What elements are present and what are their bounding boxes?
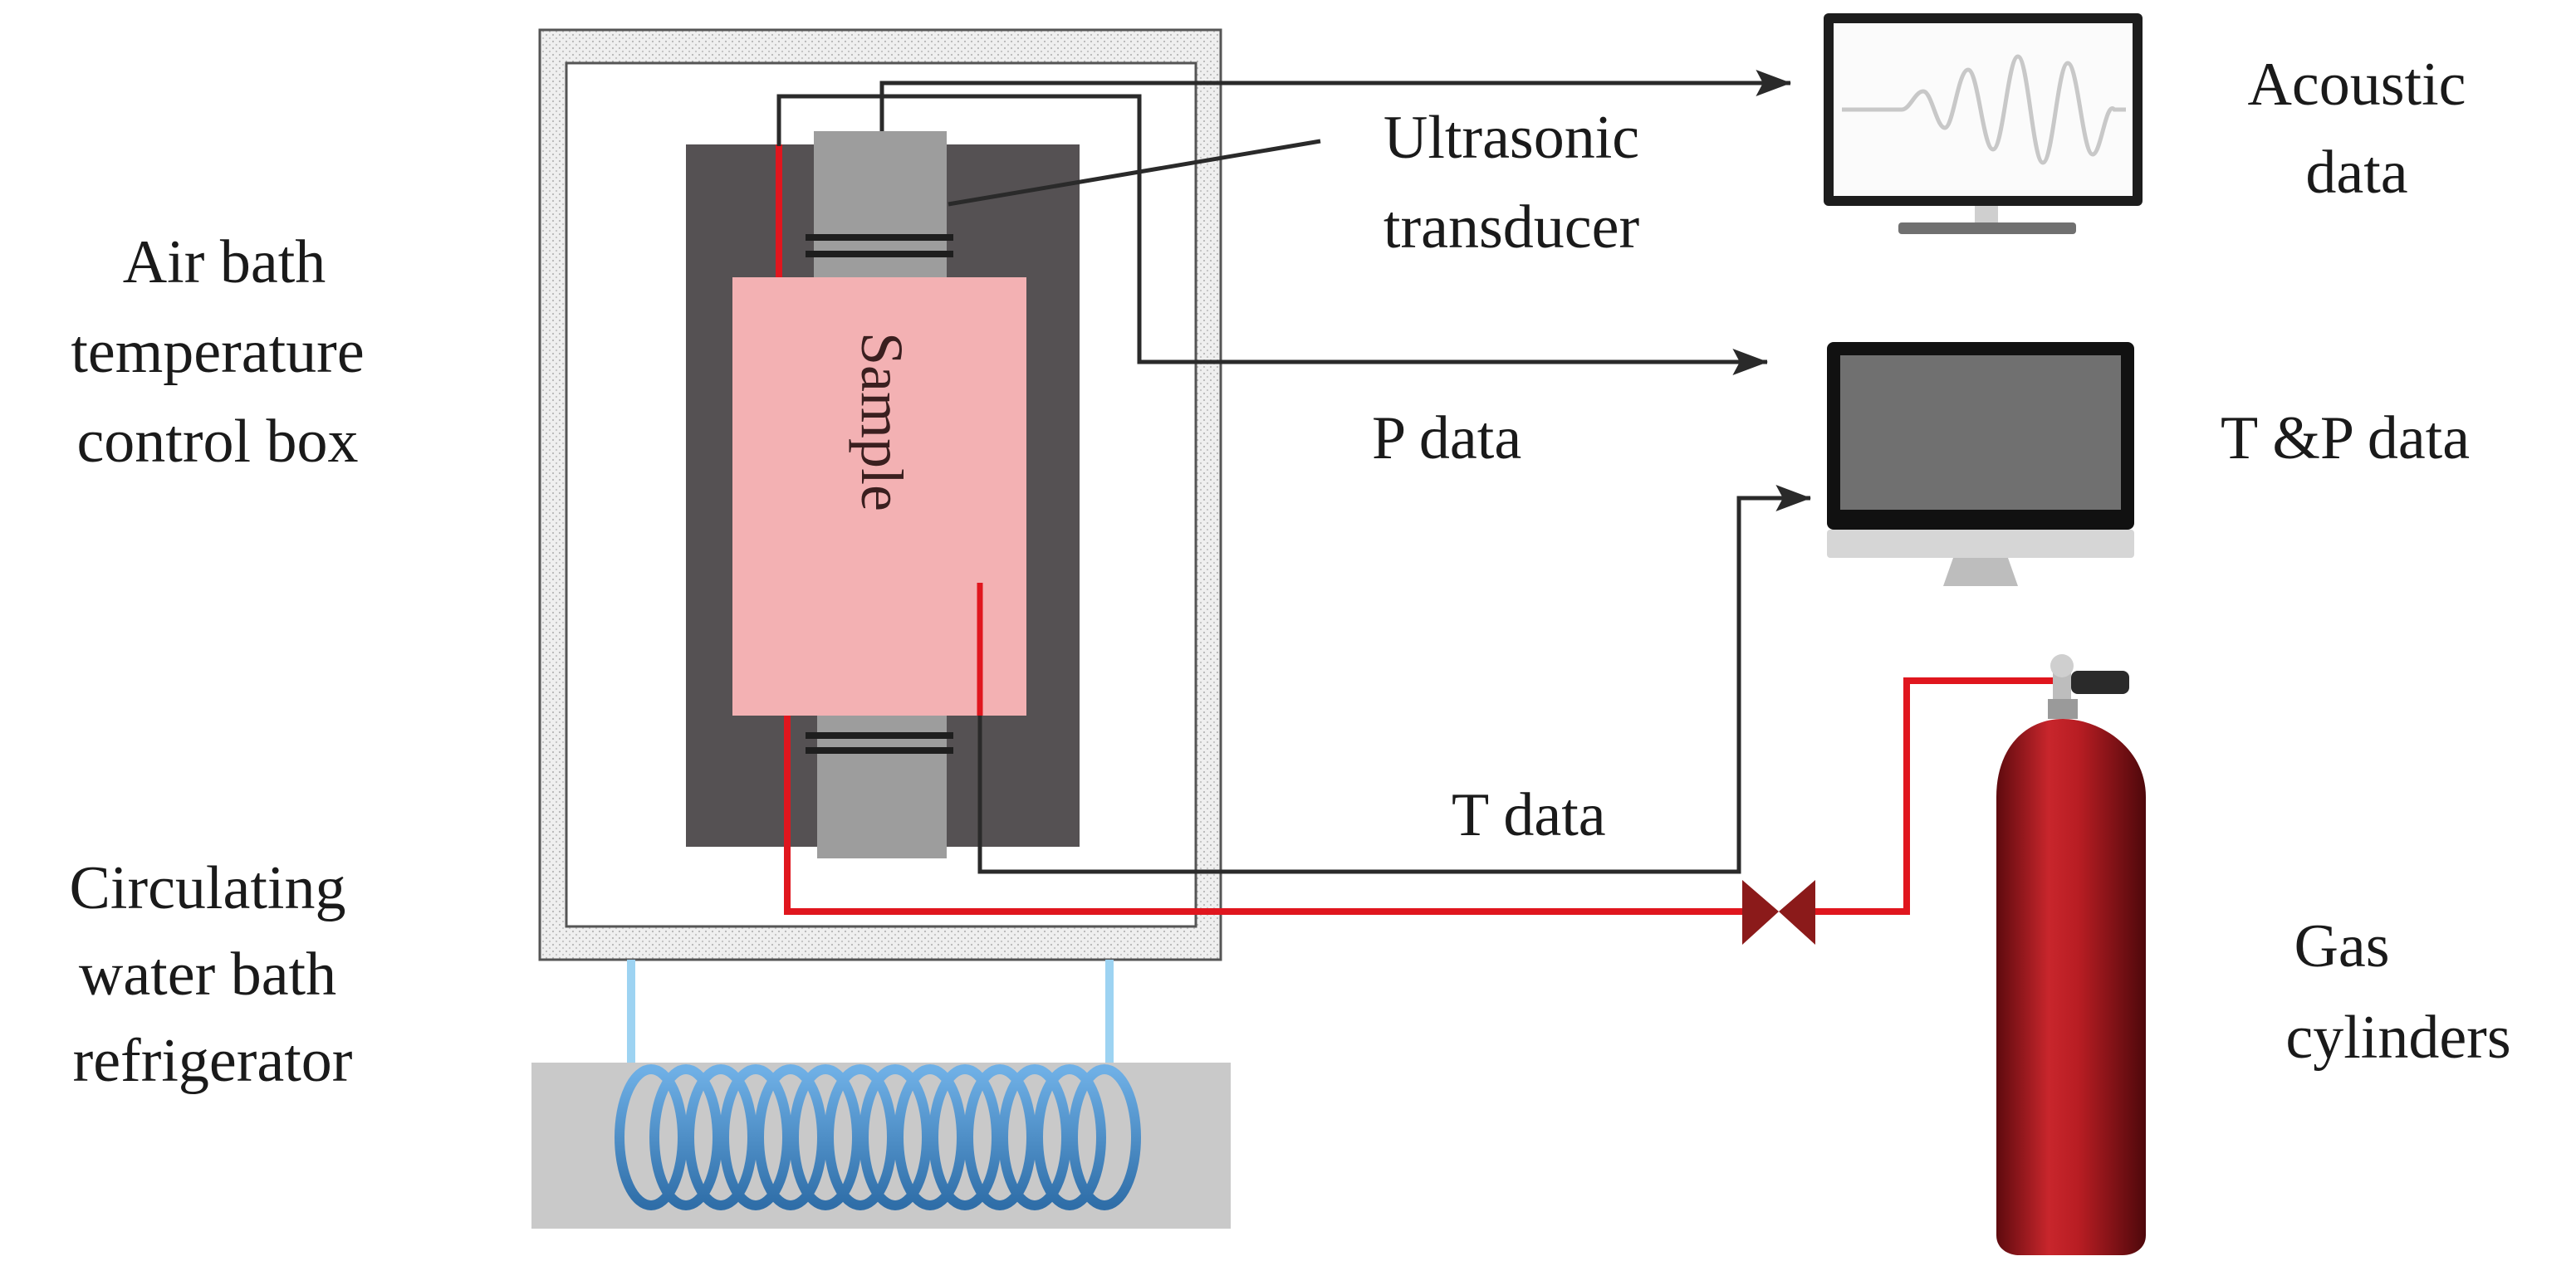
signal-wires-top: [776, 70, 1792, 375]
top-ultrasonic-transducer: [806, 131, 953, 277]
sample-label: Sample: [849, 332, 915, 511]
svg-text:Air bath: Air bath: [123, 228, 326, 296]
air-bath-label: Air bath temperature control box: [71, 228, 364, 476]
red-gas-line: [784, 677, 2061, 915]
svg-text:Circulating: Circulating: [70, 854, 346, 922]
water-bath-label: Circulating water bath refrigerator: [70, 854, 353, 1095]
water-pipes: [627, 960, 1114, 1063]
bottom-ultrasonic-transducer: [806, 716, 953, 858]
svg-text:Gas: Gas: [2294, 912, 2389, 980]
svg-text:data: data: [2305, 139, 2407, 207]
temperature-probe: [977, 485, 1812, 874]
transducer-leader-line: [948, 139, 1321, 207]
gas-cylinder-icon: [1996, 654, 2146, 1255]
svg-text:control box: control box: [76, 408, 358, 476]
acoustic-data-label: Acoustic data: [2247, 51, 2466, 207]
valve-icon[interactable]: [1742, 880, 1815, 945]
svg-text:refrigerator: refrigerator: [73, 1027, 353, 1095]
tp-data-label: T &P data: [2221, 404, 2470, 472]
svg-text:cylinders: cylinders: [2285, 1004, 2510, 1072]
transducer-label: Ultrasonic transducer: [1383, 104, 1639, 262]
p-data-label: P data: [1372, 404, 1521, 472]
svg-text:temperature: temperature: [71, 318, 364, 386]
t-data-label: T data: [1452, 781, 1606, 849]
svg-text:Ultrasonic: Ultrasonic: [1383, 104, 1639, 172]
svg-text:water bath: water bath: [79, 941, 336, 1009]
svg-text:Acoustic: Acoustic: [2247, 51, 2466, 119]
monitor-waveform-icon: [1824, 13, 2143, 234]
gas-cylinders-label: Gas cylinders: [2285, 912, 2510, 1072]
monitor-icon: [1827, 342, 2134, 586]
cooling-coil-icon: [615, 1064, 1141, 1210]
svg-text:transducer: transducer: [1383, 193, 1639, 262]
